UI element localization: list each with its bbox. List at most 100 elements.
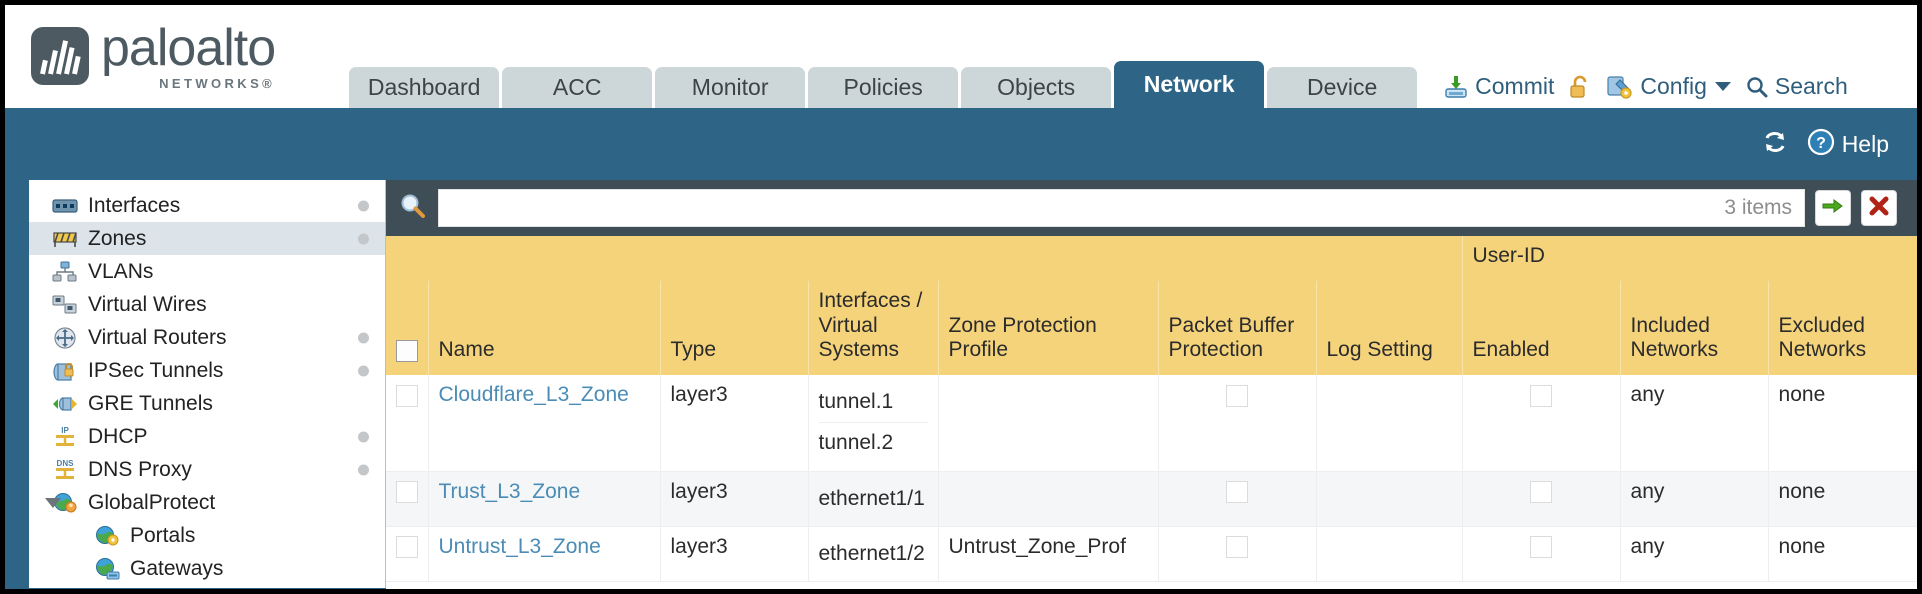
cell-packet-buffer-protection[interactable] <box>1158 375 1317 472</box>
tab-acc[interactable]: ACC <box>502 67 653 108</box>
search-filter-icon[interactable] <box>398 191 428 226</box>
table-row[interactable]: Untrust_L3_Zone layer3 ethernet1/2 Untru… <box>386 526 1917 583</box>
tab-dashboard[interactable]: Dashboard <box>349 67 500 108</box>
zone-link[interactable]: Cloudflare_L3_Zone <box>438 383 629 407</box>
body: Interfaces Zones <box>5 180 1917 589</box>
tab-monitor[interactable]: Monitor <box>655 67 806 108</box>
search-input[interactable] <box>451 196 1725 220</box>
zone-link[interactable]: Trust_L3_Zone <box>438 479 581 503</box>
row-select-cell[interactable] <box>386 375 429 472</box>
row-checkbox[interactable] <box>396 384 418 407</box>
column-header-name[interactable]: Name <box>428 280 661 376</box>
sidebar-label: DHCP <box>88 424 148 448</box>
commit-button[interactable]: Commit <box>1443 73 1554 100</box>
select-all-checkbox[interactable] <box>396 339 418 362</box>
svg-text:IP: IP <box>61 426 69 435</box>
cell-userid-enabled[interactable] <box>1462 471 1621 527</box>
column-header-enabled[interactable]: Enabled <box>1462 280 1621 376</box>
sidebar-item-virtual-routers[interactable]: Virtual Routers <box>29 321 385 354</box>
clear-filter-button[interactable] <box>1861 190 1897 226</box>
cell-name[interactable]: Cloudflare_L3_Zone <box>428 375 661 472</box>
column-header-type[interactable]: Type <box>660 280 809 376</box>
search-input-wrapper[interactable]: 3 items <box>438 189 1805 227</box>
row-checkbox[interactable] <box>396 481 418 504</box>
cell-userid-enabled[interactable] <box>1462 526 1621 583</box>
refresh-button[interactable] <box>1760 129 1790 160</box>
select-all-header[interactable] <box>386 280 429 376</box>
search-button[interactable]: Search <box>1745 73 1848 100</box>
sidebar-label: Virtual Wires <box>88 292 207 316</box>
unlocked-padlock-icon <box>1568 74 1592 100</box>
svg-text:?: ? <box>1816 135 1826 152</box>
userid-enabled-checkbox[interactable] <box>1530 536 1553 559</box>
cell-interfaces: ethernet1/2 <box>808 526 939 583</box>
gateways-icon <box>93 557 121 581</box>
tree-expand-caret-icon[interactable] <box>45 497 61 508</box>
red-x-icon <box>1868 195 1890 222</box>
cell-name[interactable]: Untrust_L3_Zone <box>428 526 661 583</box>
packet-buffer-protection-checkbox[interactable] <box>1226 384 1248 407</box>
row-checkbox[interactable] <box>396 536 418 559</box>
paloalto-logo-icon <box>31 27 89 85</box>
sidebar-item-vlans[interactable]: VLANs <box>29 255 385 288</box>
sidebar-label: Interfaces <box>88 193 181 217</box>
row-select-cell[interactable] <box>386 471 429 527</box>
sidebar-item-gre-tunnels[interactable]: GRE Tunnels <box>29 387 385 420</box>
dns-proxy-icon: DNS <box>51 458 79 482</box>
config-menu[interactable]: Config <box>1606 73 1731 100</box>
cell-packet-buffer-protection[interactable] <box>1158 471 1317 527</box>
cell-type: layer3 <box>660 471 809 527</box>
tab-policies[interactable]: Policies <box>808 67 959 108</box>
dhcp-icon: IP <box>51 425 79 449</box>
column-header-excluded-networks[interactable]: Excluded Networks <box>1768 280 1917 376</box>
brand-name: paloalto <box>101 19 276 77</box>
userid-enabled-checkbox[interactable] <box>1530 481 1553 504</box>
sidebar-item-dns-proxy[interactable]: DNS DNS Proxy <box>29 453 385 486</box>
interface-item: ethernet1/1 <box>818 486 925 510</box>
packet-buffer-protection-checkbox[interactable] <box>1226 481 1248 504</box>
search-label: Search <box>1774 73 1848 99</box>
table-header-row: Name Type Interfaces / Virtual Systems Z… <box>386 280 1917 376</box>
portals-icon <box>93 524 121 548</box>
sidebar-item-dhcp[interactable]: IP DHCP <box>29 420 385 453</box>
column-header-zone-protection-profile[interactable]: Zone Protection Profile <box>938 280 1159 376</box>
cell-zone-protection-profile: Untrust_Zone_Prof <box>938 526 1159 583</box>
group-header-userid: User-ID <box>1461 236 1917 281</box>
vlans-icon <box>51 260 79 284</box>
sidebar-label: GlobalProtect <box>88 490 216 514</box>
gre-tunnels-icon <box>51 392 79 416</box>
svg-text:DNS: DNS <box>57 459 75 468</box>
sidebar-item-portals[interactable]: Portals <box>29 519 385 552</box>
cell-userid-enabled[interactable] <box>1462 375 1621 472</box>
column-header-interfaces[interactable]: Interfaces / Virtual Systems <box>808 280 939 376</box>
sidebar-item-interfaces[interactable]: Interfaces <box>29 189 385 222</box>
tab-network[interactable]: Network <box>1114 61 1265 108</box>
column-header-included-networks[interactable]: Included Networks <box>1620 280 1769 376</box>
table-row[interactable]: Cloudflare_L3_Zone layer3 tunnel.1 tunne… <box>386 375 1917 472</box>
lock-button[interactable] <box>1568 74 1592 100</box>
sidebar-label: Gateways <box>130 556 224 580</box>
cell-zone-protection-profile <box>938 471 1159 527</box>
userid-enabled-checkbox[interactable] <box>1530 384 1553 407</box>
cell-packet-buffer-protection[interactable] <box>1158 526 1317 583</box>
tab-objects[interactable]: Objects <box>961 67 1112 108</box>
tab-device[interactable]: Device <box>1267 67 1418 108</box>
column-header-log-setting[interactable]: Log Setting <box>1316 280 1463 376</box>
apply-filter-button[interactable] <box>1815 190 1851 226</box>
top-bar: paloalto NETWORKS® Dashboard ACC Monitor… <box>5 5 1917 108</box>
help-button[interactable]: ? Help <box>1806 127 1889 162</box>
row-select-cell[interactable] <box>386 526 429 583</box>
cell-name[interactable]: Trust_L3_Zone <box>428 471 661 527</box>
sidebar-item-zones[interactable]: Zones <box>29 222 385 255</box>
packet-buffer-protection-checkbox[interactable] <box>1226 536 1248 559</box>
column-header-packet-buffer-protection[interactable]: Packet Buffer Protection <box>1158 280 1317 376</box>
sidebar-item-gateways[interactable]: Gateways <box>29 552 385 585</box>
cell-excluded-networks: none <box>1768 526 1917 583</box>
sidebar-item-ipsec-tunnels[interactable]: IPSec Tunnels <box>29 354 385 387</box>
sidebar-item-globalprotect[interactable]: GlobalProtect <box>29 486 385 519</box>
table-row[interactable]: Trust_L3_Zone layer3 ethernet1/1 <box>386 471 1917 527</box>
zone-link[interactable]: Untrust_L3_Zone <box>438 534 601 558</box>
cell-included-networks: any <box>1620 471 1769 527</box>
cell-interfaces: tunnel.1 tunnel.2 <box>808 375 939 472</box>
sidebar-item-virtual-wires[interactable]: Virtual Wires <box>29 288 385 321</box>
